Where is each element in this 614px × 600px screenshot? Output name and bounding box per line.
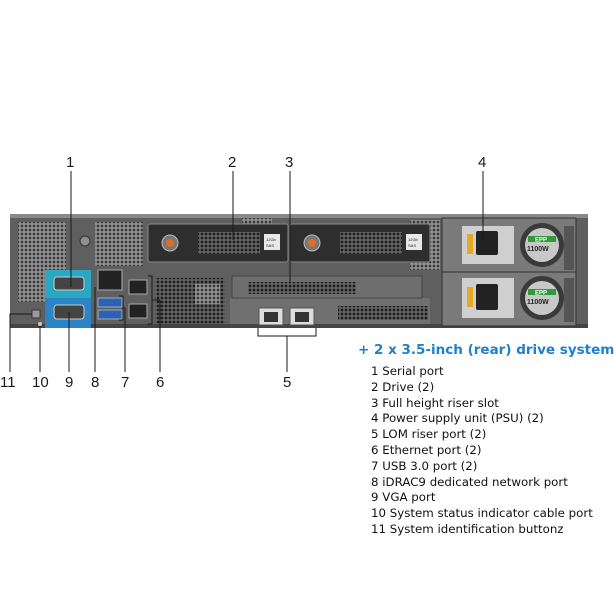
legend-item: 11 System identification buttonz: [371, 521, 564, 536]
legend-item: 1 Serial port: [371, 364, 444, 378]
legend-item: 4 Power supply unit (PSU) (2): [371, 411, 544, 426]
callout-1: 1: [66, 154, 74, 171]
callout-9: 9: [65, 374, 73, 391]
svg-text:EPP: EPP: [535, 291, 547, 297]
callout-11: 11: [0, 374, 16, 391]
legend-item: 6 Ethernet port (2): [371, 442, 482, 457]
callout-7: 7: [121, 374, 129, 391]
legend-item: 8 iDRAC9 dedicated network port: [371, 474, 568, 489]
callout-numbers: 1 2 3 4 5 6 7 8 9 10 11: [0, 154, 486, 391]
usb-ports: [97, 297, 123, 320]
full-height-riser-slot: [231, 275, 423, 299]
callout-5: 5: [283, 374, 291, 391]
svg-text:1100W: 1100W: [527, 246, 549, 253]
callout-6: 6: [156, 374, 164, 391]
legend-item: 3 Full height riser slot: [371, 395, 499, 410]
server-rear-panel-diagram: 12Gb SAS 12Gb SAS EPP 1100W EPP: [0, 154, 588, 391]
serial-port: [45, 270, 91, 298]
legend-item: 7 USB 3.0 port (2): [371, 458, 478, 473]
legend-item: 10 System status indicator cable port: [371, 506, 593, 521]
legend-item: 5 LOM riser port (2): [371, 427, 487, 442]
legend-list: 1 Serial port 2 Drive (2) 3 Full height …: [371, 364, 593, 538]
idrac-port: [97, 269, 123, 291]
lom-riser-ports: [258, 307, 315, 326]
legend-item: 2 Drive (2): [371, 379, 435, 394]
rear-drive-1: 12Gb SAS: [147, 223, 289, 263]
callout-8: 8: [91, 374, 99, 391]
rear-drive-system-heading: + 2 x 3.5-inch (rear) drive system: [358, 342, 614, 358]
psu-2: EPP 1100W: [441, 271, 577, 327]
leader-lines: [9, 171, 484, 372]
svg-text:1100W: 1100W: [527, 299, 549, 306]
status-indicator-port: [38, 322, 42, 326]
svg-text:SAS: SAS: [266, 243, 274, 248]
upper-vent: [95, 222, 143, 266]
callout-3: 3: [285, 154, 293, 171]
svg-text:12Gb: 12Gb: [266, 237, 277, 242]
callout-4: 4: [478, 154, 486, 171]
psu-1: EPP 1100W: [441, 217, 577, 273]
svg-text:12Gb: 12Gb: [408, 237, 419, 242]
vga-port: [45, 298, 91, 328]
rear-drive-2: 12Gb SAS: [289, 223, 431, 263]
svg-text:SAS: SAS: [408, 243, 416, 248]
svg-text:EPP: EPP: [535, 238, 547, 244]
system-id-button: [31, 309, 41, 319]
ethernet-ports: [128, 279, 148, 319]
callout-10: 10: [32, 374, 49, 391]
callout-2: 2: [228, 154, 236, 171]
legend-item: 9 VGA port: [371, 490, 436, 505]
